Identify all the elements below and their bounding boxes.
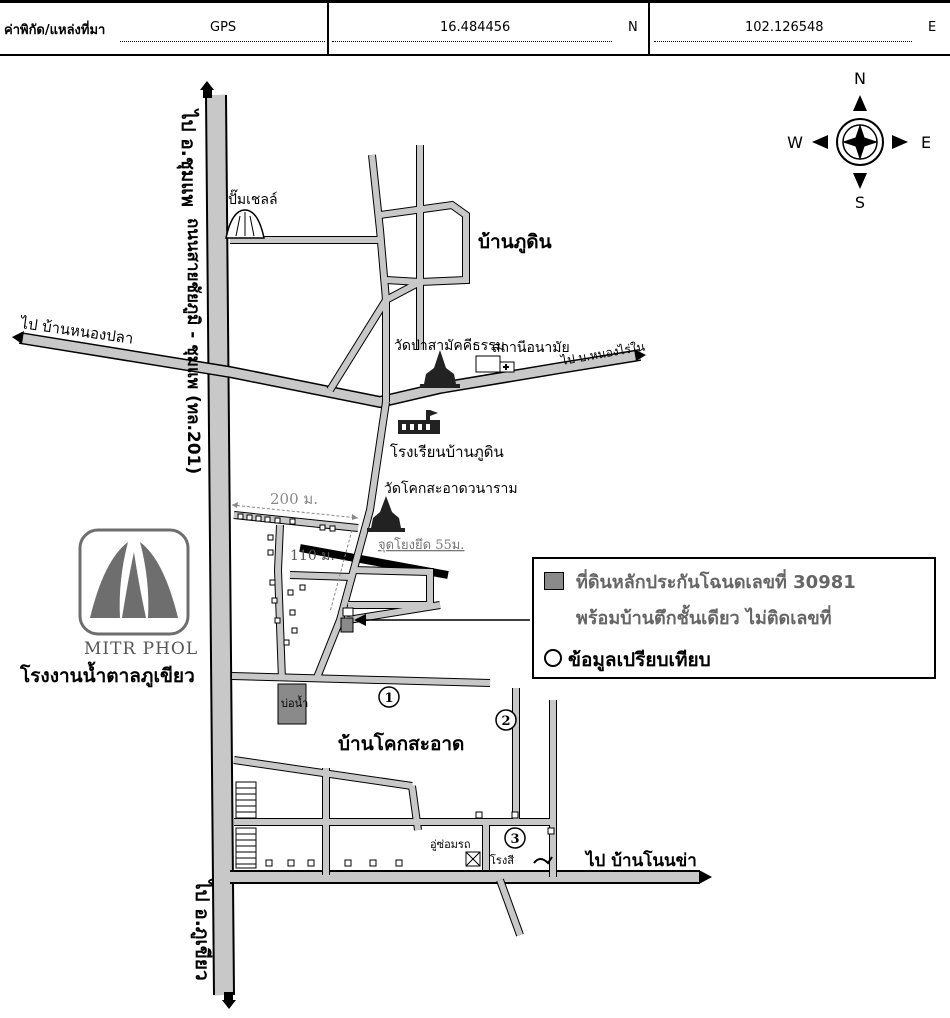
company-name: MITR PHOL	[84, 639, 198, 659]
latitude-unit: N	[628, 20, 638, 35]
minor-roads-fill	[230, 145, 556, 937]
temple-icon	[367, 496, 405, 532]
legend-box: ที่ดินหลักประกันโฉนดเลขที่ 30981 พร้อมบ้…	[532, 557, 936, 679]
latitude-value: 16.484456	[440, 20, 511, 35]
header-divider	[327, 3, 329, 54]
legend-compare-label: ข้อมูลเปรียบเทียบ	[568, 649, 711, 671]
highway-road	[205, 94, 235, 996]
svg-text:2: 2	[501, 714, 510, 729]
comparison-marker-2: 2	[495, 709, 517, 731]
comparison-marker-1: 1	[378, 686, 400, 708]
svg-text:1: 1	[384, 691, 393, 706]
comparison-marker-3: 3	[504, 827, 526, 849]
dotted-line	[120, 41, 325, 42]
garage-icon	[465, 851, 481, 867]
svg-text:E: E	[921, 133, 931, 152]
tie-point-label: จุดโยงยึด 55ม.	[378, 537, 464, 553]
rice-mill-icon	[533, 856, 553, 865]
compass-rose-icon: N S W E	[787, 69, 931, 212]
legend-subject-swatch	[544, 572, 564, 590]
wat-pa-label: วัดป่าสามัคคีธรรม	[394, 338, 505, 354]
health-station-label: สถานีอนามัย	[492, 340, 570, 356]
legend-subject-line2: พร้อมบ้านตึกชั้นเดียว ไม่ติดเลขที่	[576, 608, 832, 629]
dotted-line	[332, 41, 612, 42]
svg-text:W: W	[787, 133, 803, 152]
to-phu-khiao-label: ไป อ.ภูเขียว	[190, 878, 214, 981]
to-non-kha-label: ไป บ้านโนนข่า	[584, 850, 697, 871]
subject-land	[340, 617, 354, 633]
pond	[277, 683, 307, 725]
svg-text:3: 3	[510, 832, 519, 847]
school-label: โรงเรียนบ้านภูดิน	[390, 443, 504, 461]
distance-200m: 200 ม.	[270, 490, 318, 508]
longitude-value: 102.126548	[745, 20, 824, 35]
coordinate-label: ค่าพิกัด/แหล่งที่มา	[4, 23, 106, 38]
ban-phu-din-label: บ้านภูดิน	[478, 231, 552, 254]
road-nong-pla	[19, 332, 641, 409]
longitude-unit: E	[928, 20, 937, 35]
svg-text:S: S	[855, 193, 865, 212]
garage-label: อู่ซ่อมรถ	[430, 838, 471, 851]
mitr-phol-logo-icon	[78, 528, 190, 636]
shell-label: ปั๊มเชลล์	[228, 189, 278, 208]
legend-subject-line1: ที่ดินหลักประกันโฉนดเลขที่ 30981	[576, 572, 856, 593]
row-houses	[235, 781, 257, 869]
legend-compare-circle	[544, 649, 562, 667]
svg-text:N: N	[854, 69, 866, 88]
house-markers	[237, 513, 555, 867]
dimension-200m	[231, 502, 359, 520]
highway-label: ถนนสายชัยภูมิ - ชุมแพ (ทล.201)	[182, 218, 203, 474]
pond-label: บ่อน้ำ	[281, 695, 308, 710]
coordinate-source: GPS	[210, 20, 237, 35]
factory-label: โรงงานน้ำตาลภูเขียว	[19, 661, 195, 688]
dimension-110m	[329, 529, 353, 613]
shell-station-icon	[225, 209, 265, 239]
wat-khok-label: วัดโคกสะอาดวนาราม	[384, 480, 518, 497]
coordinate-header: ค่าพิกัด/แหล่งที่มา GPS 16.484456 N 102.…	[0, 0, 950, 56]
dotted-line	[654, 41, 912, 42]
ban-khok-label: บ้านโคกสะอาด	[338, 732, 464, 755]
distance-110m: 110 ม.	[290, 548, 335, 564]
temple-icon	[420, 350, 460, 388]
to-chum-phae-label: ไป อ.ชุมแพ	[176, 108, 200, 207]
school-icon	[398, 410, 440, 434]
subject-house	[342, 607, 354, 617]
header-divider	[648, 3, 650, 54]
mill-label: โรงสี	[490, 853, 514, 867]
health-station-icon	[475, 355, 515, 373]
